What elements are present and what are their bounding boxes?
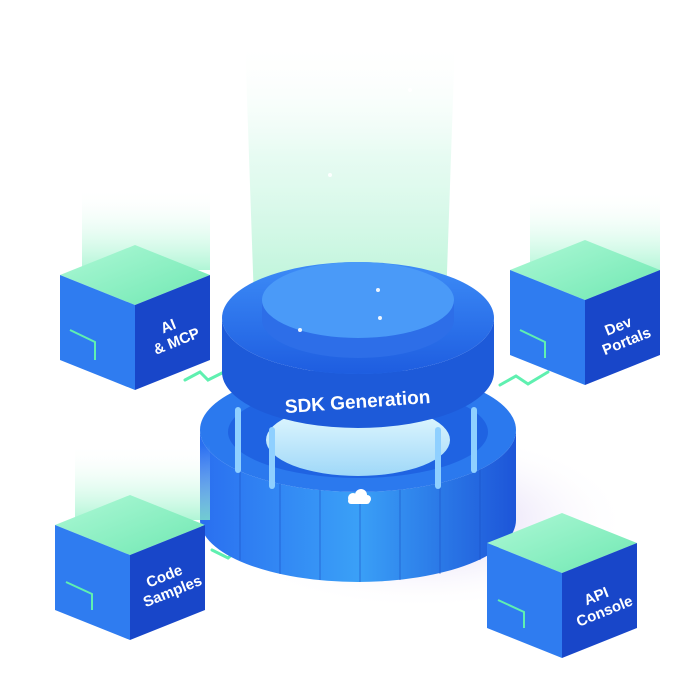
connector-ai-mcp — [183, 370, 226, 382]
module-dev-portals: Dev Portals — [510, 190, 660, 385]
hub-lower-ring — [200, 430, 516, 582]
hub-upper-drum — [222, 318, 494, 428]
hub-pipes — [235, 407, 477, 489]
central-light-beam — [245, 40, 455, 330]
module-api-console: API Console — [487, 513, 637, 658]
cloud-icon — [348, 489, 371, 504]
sdk-hub: SDK Generation — [200, 88, 516, 582]
module-ai-mcp: AI & MCP — [60, 188, 210, 390]
code-samples-beam — [75, 445, 210, 520]
connector-dev-portals — [498, 370, 550, 387]
module-code-samples: Code Samples — [55, 445, 210, 640]
ai-mcp-beam — [82, 188, 210, 270]
hub-inner-disk — [262, 262, 454, 338]
